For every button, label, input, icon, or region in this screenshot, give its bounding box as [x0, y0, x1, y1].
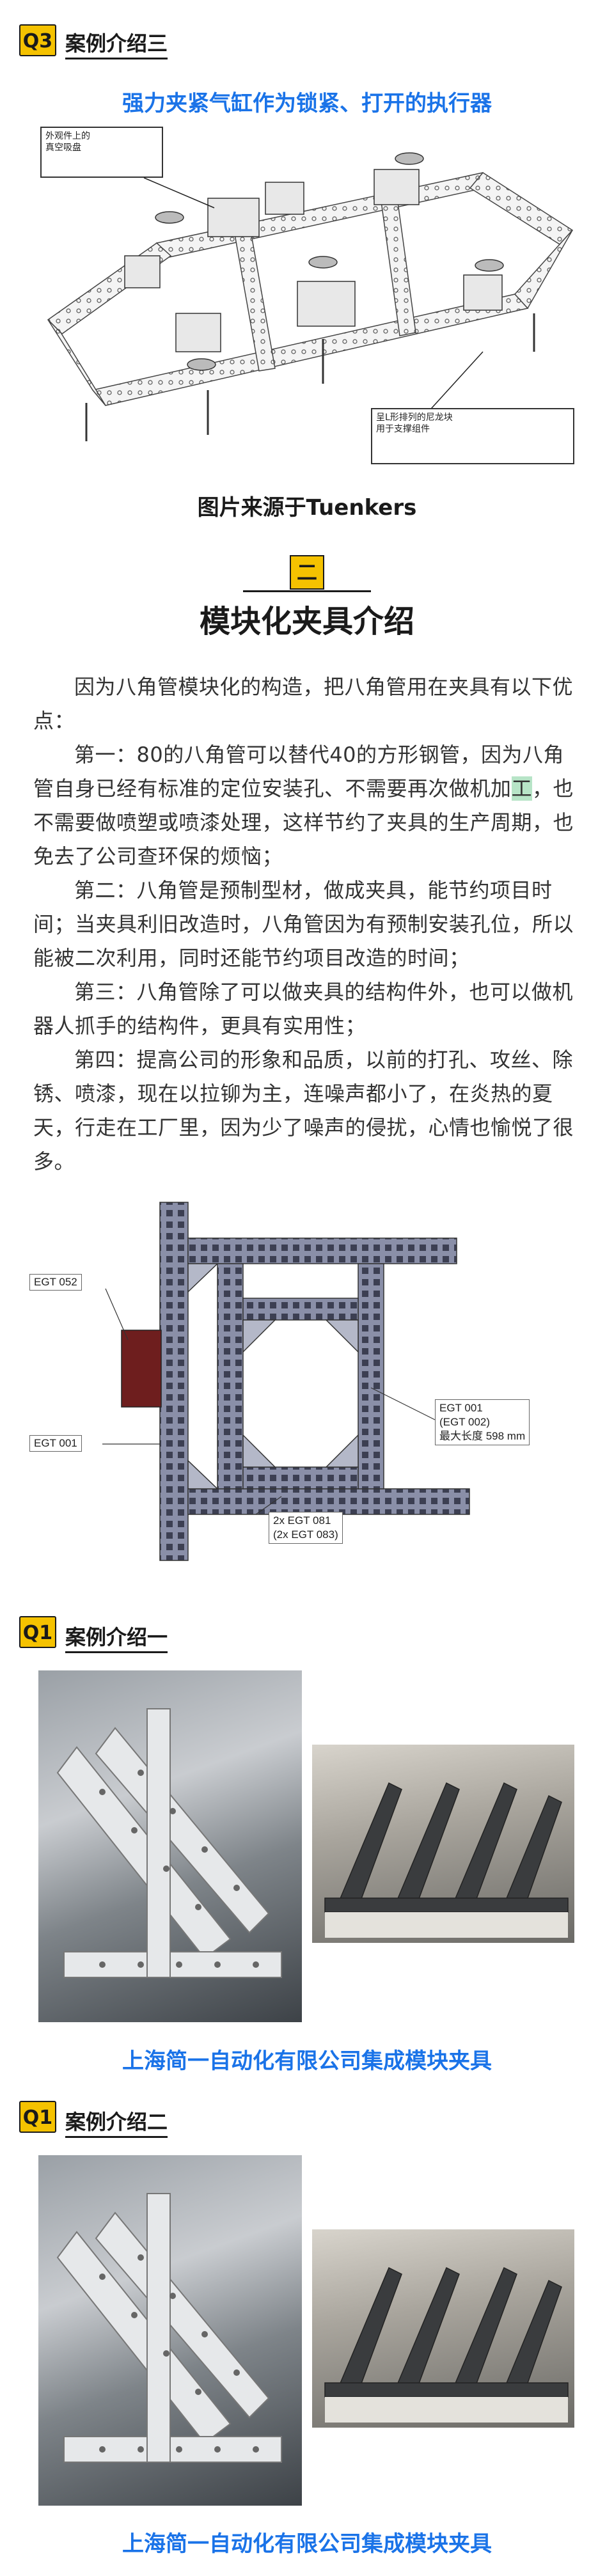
case1-title: 案例介绍一 — [65, 1624, 168, 1653]
label-egt-001-right-line1: EGT 001 — [439, 1402, 483, 1414]
label-egt-001-right: EGT 001 (EGT 002) 最大长度 598 mm — [435, 1399, 530, 1445]
case3-title: 案例介绍三 — [65, 31, 168, 59]
body-text: 因为八角管模块化的构造，把八角管用在夹具有以下优点： 第一：80的八角管可以替代… — [33, 670, 582, 1179]
advantage-2-paragraph: 第二：八角管是预制型材，做成夹具，能节约项目时间；当夹具利旧改造时，八角管因为有… — [33, 878, 574, 970]
label-egt-001-left: EGT 001 — [29, 1435, 82, 1452]
case2-title: 案例介绍二 — [65, 2109, 168, 2138]
image-source-note: 图片来源于Tuenkers — [197, 495, 417, 521]
case3-badge: Q3 — [19, 24, 56, 56]
label-egt-081-line1: 2x EGT 081 — [273, 1514, 331, 1527]
case1-photo-right — [312, 1745, 574, 1943]
callout-vacuum-cups: 外观件上的 真空吸盘 — [40, 127, 163, 178]
callout-nylon-blocks: 呈L形排列的尼龙块 用于支撑组件 — [371, 408, 574, 464]
label-egt-052: EGT 052 — [29, 1274, 82, 1291]
label-egt-081: 2x EGT 081 (2x EGT 083) — [269, 1512, 343, 1544]
case2-photo-left — [38, 2155, 302, 2506]
intro-paragraph: 因为八角管模块化的构造，把八角管用在夹具有以下优点： — [33, 675, 574, 733]
section-title: 模块化夹具介绍 — [199, 604, 414, 640]
case2-caption: 上海简一自动化有限公司集成模块夹具 — [122, 2531, 492, 2557]
advantage-1-highlight: 工 — [511, 776, 533, 801]
advantage-3-paragraph: 第三：八角管除了可以做夹具的结构件外，也可以做机器人抓手的结构件，更具有实用性； — [33, 980, 574, 1038]
advantage-1-paragraph: 第一：80的八角管可以替代40的方形钢管，因为八角管自身已经有标准的定位安装孔、… — [33, 738, 582, 874]
advantage-1-text-b: ，也不需要做喷塑或喷漆处理，这样节约了夹具的生产周期，也免去了公司查环保的烦恼； — [33, 776, 574, 868]
case1-photo-left — [38, 1670, 302, 2022]
label-egt-001-right-line3: 最大长度 598 mm — [439, 1430, 526, 1442]
label-egt-001-right-line2: (EGT 002) — [439, 1416, 491, 1428]
case3-subtitle: 强力夹紧气缸作为锁紧、打开的执行器 — [122, 91, 492, 116]
section-number-badge: 二 — [290, 555, 324, 590]
case1-badge: Q1 — [19, 1616, 56, 1648]
case2-badge: Q1 — [19, 2101, 56, 2133]
fixture-line-drawing: 外观件上的 真空吸盘 呈L形排列的尼龙块 用于支撑组件 — [22, 122, 592, 480]
section-divider — [243, 590, 371, 592]
advantage-4-paragraph: 第四：提高公司的形象和品质，以前的打孔、攻丝、除锈、喷漆，现在以拉铆为主，连噪声… — [33, 1048, 574, 1174]
label-egt-081-line2: (2x EGT 083) — [273, 1528, 338, 1541]
case1-caption: 上海简一自动化有限公司集成模块夹具 — [122, 2048, 492, 2074]
case2-photo-right — [312, 2229, 574, 2428]
octagon-frame-diagram: EGT 052 EGT 001 EGT 001 (EGT 002) 最大长度 5… — [26, 1196, 588, 1567]
advantage-1-text-a: 第一：80的八角管可以替代40的方形钢管，因为八角管自身已经有标准的定位安装孔、… — [33, 742, 564, 801]
